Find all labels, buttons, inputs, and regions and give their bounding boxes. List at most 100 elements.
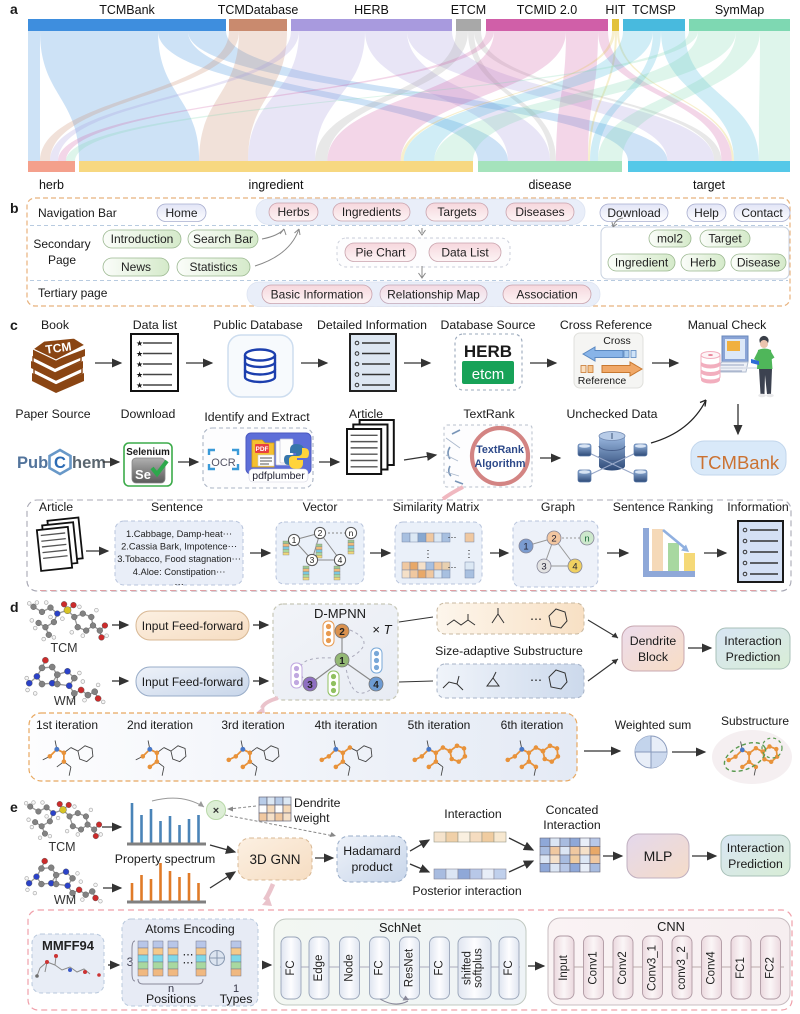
svg-text:Block: Block [638,650,669,664]
svg-text:C: C [54,454,66,472]
svg-text:ETCM: ETCM [451,3,486,17]
svg-text:4.Aloe: Constipation⋯: 4.Aloe: Constipation⋯ [133,567,226,577]
svg-text:WM: WM [54,893,76,907]
svg-text:Manual Check: Manual Check [688,318,767,332]
svg-text:pdfplumber: pdfplumber [252,470,305,482]
svg-text:weight: weight [293,811,330,825]
svg-text:★: ★ [136,350,143,359]
svg-text:⋯: ⋯ [183,957,194,969]
svg-text:softplus: softplus [473,948,485,988]
svg-text:3: 3 [310,555,315,565]
svg-text:Size-adaptive Substructure: Size-adaptive Substructure [435,644,583,658]
svg-text:Article: Article [349,407,383,421]
svg-text:Help: Help [694,206,719,220]
svg-text:⋮: ⋮ [464,549,474,560]
svg-text:Download: Download [121,407,176,421]
svg-text:Input Feed-forward: Input Feed-forward [142,675,243,689]
svg-text:Dendrite: Dendrite [294,796,341,810]
svg-text:2: 2 [551,534,556,545]
svg-text:⋯: ⋯ [183,949,194,961]
svg-text:⋯: ⋯ [530,673,542,687]
svg-text:Herb: Herb [690,256,716,270]
svg-text:Contact: Contact [741,206,783,220]
svg-text:b: b [10,200,19,216]
svg-text:HIT: HIT [605,3,626,17]
svg-text:1st iteration: 1st iteration [36,718,98,732]
svg-text:Statistics: Statistics [189,260,237,274]
svg-text:Posterior interaction: Posterior interaction [412,884,522,898]
svg-text:Graph: Graph [541,500,575,514]
svg-text:3rd iteration: 3rd iteration [221,718,284,732]
svg-text:Input: Input [558,954,570,980]
svg-text:★: ★ [136,371,143,380]
svg-text:n: n [584,534,589,545]
svg-text:hem: hem [72,454,106,472]
svg-text:Conv3_1: Conv3_1 [647,945,659,991]
svg-text:shifted: shifted [462,951,474,985]
svg-text:1: 1 [233,983,239,995]
svg-text:TextRank: TextRank [463,407,515,421]
svg-text:Diseases: Diseases [515,205,564,219]
svg-text:5th iteration: 5th iteration [408,718,471,732]
svg-text:FC2: FC2 [765,957,777,979]
svg-text:Similarity Matrix: Similarity Matrix [393,500,481,514]
svg-text:⋯: ⋯ [448,562,457,572]
svg-text:Ingredient: Ingredient [615,256,669,270]
svg-text:Interaction: Interaction [724,634,782,648]
svg-text:FC: FC [285,960,297,975]
svg-text:Page: Page [48,253,76,267]
svg-text:Target: Target [708,232,742,246]
svg-text:4: 4 [572,562,577,573]
svg-text:Sentence Ranking: Sentence Ranking [613,500,714,514]
svg-text:★: ★ [136,381,143,390]
svg-text:2.Cassia Bark, Impotence⋯: 2.Cassia Bark, Impotence⋯ [121,542,237,552]
svg-text:Se: Se [135,467,151,482]
svg-text:Targets: Targets [437,205,476,219]
svg-text:Article: Article [39,500,73,514]
svg-text:Introduction: Introduction [111,232,174,246]
svg-text:Substructure: Substructure [721,714,789,728]
svg-text:×: × [213,805,219,817]
svg-text:Tertiary page: Tertiary page [38,286,108,300]
svg-text:e: e [10,799,18,815]
svg-text:Detailed Information: Detailed Information [317,318,427,332]
svg-text:FC: FC [374,960,386,975]
svg-text:★: ★ [136,339,143,348]
svg-text:Paper Source: Paper Source [15,407,90,421]
svg-text:a: a [10,1,18,17]
svg-text:4: 4 [338,555,343,565]
svg-text:4: 4 [373,680,379,691]
svg-text:Cross: Cross [603,335,630,347]
svg-text:product: product [351,860,393,874]
svg-text:WM: WM [54,694,76,708]
svg-text:MLP: MLP [644,848,673,864]
svg-text:SchNet: SchNet [379,920,421,935]
svg-text:Book: Book [41,318,70,332]
svg-text:n: n [168,983,174,995]
svg-text:TextRank: TextRank [476,444,525,456]
svg-text:Conv4: Conv4 [706,951,718,985]
svg-text:Search Bar: Search Bar [193,232,253,246]
svg-text:SymMap: SymMap [715,3,764,17]
svg-text:mol2: mol2 [657,232,683,246]
svg-text:Reference: Reference [578,375,627,387]
svg-text:3D GNN: 3D GNN [249,852,300,867]
svg-text:Hadamard: Hadamard [343,844,401,858]
svg-text:HERB: HERB [354,3,389,17]
svg-text:Atoms Encoding: Atoms Encoding [145,922,235,936]
svg-text:Sentence: Sentence [151,500,203,514]
svg-text:conv3_2: conv3_2 [676,946,688,989]
svg-text:Home: Home [165,206,197,220]
svg-text:n: n [349,528,354,538]
svg-text:PDF: PDF [256,446,269,453]
svg-text:Pie Chart: Pie Chart [355,245,406,259]
svg-text:⋮: ⋮ [423,549,433,560]
svg-text:Ingredients: Ingredients [342,205,401,219]
svg-text:Input Feed-forward: Input Feed-forward [142,619,243,633]
svg-text:2nd iteration: 2nd iteration [127,718,193,732]
svg-text:Conv2: Conv2 [617,951,629,984]
svg-text:Dendrite: Dendrite [630,634,677,648]
svg-text:⋯: ⋯ [448,532,457,542]
svg-text:Relationship Map: Relationship Map [387,287,480,301]
svg-text:⋯: ⋯ [174,579,183,589]
